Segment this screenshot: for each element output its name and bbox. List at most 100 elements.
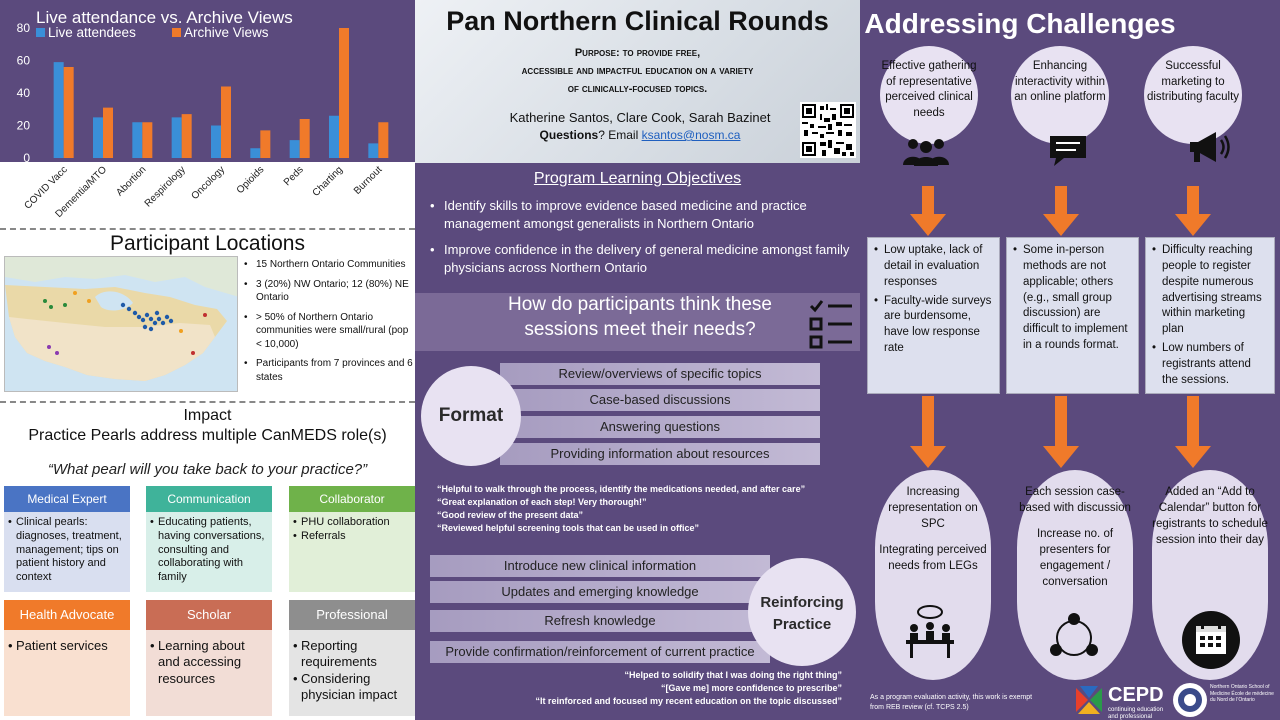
megaphone-icon — [1184, 128, 1234, 162]
reinforcing-item: Refresh knowledge — [430, 610, 770, 632]
objectives-list: Identify skills to improve evidence base… — [430, 197, 850, 285]
role-card: ProfessionalReporting requirementsConsid… — [289, 600, 415, 716]
role-item: PHU collaboration — [293, 516, 411, 530]
role-item: Clinical pearls: diagnoses, treatment, m… — [8, 516, 126, 585]
role-card: CommunicationEducating patients, having … — [146, 486, 272, 592]
role-body: Reporting requirementsConsidering physic… — [289, 630, 415, 716]
y-tick-label: 60 — [17, 54, 31, 68]
bar — [103, 107, 113, 158]
quote: “Helpful to walk through the process, id… — [437, 484, 806, 494]
role-card: CollaboratorPHU collaborationReferrals — [289, 486, 415, 592]
problem-item: Low uptake, lack of detail in evaluation… — [874, 243, 995, 291]
reinforcing-item: Provide confirmation/reinforcement of cu… — [430, 641, 770, 663]
bar — [171, 117, 182, 158]
nosm-name: Northern Ontario School of Medicine Écol… — [1210, 684, 1274, 703]
bar — [329, 115, 339, 158]
pearl-question: “What pearl will you take back to your p… — [47, 461, 368, 478]
people-icon — [901, 136, 951, 166]
role-card: ScholarLearning about and accessing reso… — [146, 600, 272, 716]
bar — [250, 148, 261, 158]
x-tick-label: Peds — [282, 164, 306, 188]
bar — [63, 67, 74, 158]
reinforcing-circle: Reinforcing Practice — [748, 558, 856, 666]
quote: “Helped to solidify that I was doing the… — [624, 670, 843, 680]
objectives-title: Program Learning Objectives — [533, 170, 742, 187]
role-body: Clinical pearls: diagnoses, treatment, m… — [4, 512, 130, 592]
reinforcing-label: Reinforcing — [760, 594, 844, 611]
bar — [221, 86, 231, 158]
cepd-logo: CEPD continuing education and profession… — [1108, 684, 1168, 720]
x-tick-label: Burnout — [352, 164, 385, 197]
problem-item: Low numbers of registrants attend the se… — [1152, 341, 1270, 389]
legend-label: Live attendees — [48, 25, 136, 40]
role-item: Educating patients, having conversations… — [150, 516, 268, 585]
purpose-line: accessible and impactful education on a … — [521, 65, 754, 78]
solution-text: Added an “Add to Calendar” button for re… — [1152, 486, 1268, 547]
solution-oval: Increasing representation on SPC Integra… — [875, 470, 991, 680]
format-quotes: “Helpful to walk through the process, id… — [437, 483, 852, 535]
reinforcing-label: Practice — [772, 615, 832, 633]
cepd-subtitle: continuing education and professional de… — [1108, 707, 1164, 720]
checklist-icon — [808, 296, 854, 352]
bar — [53, 62, 64, 158]
participant-map — [4, 256, 238, 392]
y-tick-label: 0 — [23, 151, 30, 165]
purpose-line: of clinically-focused topics. — [567, 83, 708, 96]
problem-box: Low uptake, lack of detail in evaluation… — [867, 237, 1000, 394]
calendar-icon — [1181, 610, 1241, 670]
qr-code-icon[interactable] — [800, 102, 856, 158]
locations-title: Participant Locations — [110, 232, 305, 255]
role-title: Scholar — [146, 600, 272, 630]
locations-list: 15 Northern Ontario Communities 3 (20%) … — [244, 258, 414, 390]
questions-label: Questions — [539, 128, 599, 142]
problem-item: Some in-person methods are not applicabl… — [1013, 243, 1134, 354]
x-tick-label: Opioids — [235, 164, 267, 196]
locations-bullet: Participants from 7 provinces and 6 stat… — [244, 357, 414, 384]
locations-bullet: 3 (20%) NW Ontario; 12 (80%) NE Ontario — [244, 278, 414, 305]
email-prefix: ? Email — [598, 128, 642, 142]
format-item: Answering questions — [500, 416, 820, 438]
email-link[interactable]: ksantos@nosm.ca — [641, 128, 741, 142]
speech-bubble-icon — [1046, 134, 1096, 166]
format-item: Case-based discussions — [500, 389, 820, 411]
bar — [299, 119, 310, 158]
solution-text: Increase no. of presenters for engagemen… — [1036, 528, 1114, 589]
quote: “It reinforced and focused my recent edu… — [535, 696, 842, 707]
solution-text: Each session case-based with discussion — [1019, 486, 1131, 515]
legend-swatch — [172, 28, 181, 37]
format-circle: Format — [421, 366, 521, 466]
meeting-icon — [900, 604, 960, 664]
cepd-wordmark: CEPD — [1108, 684, 1164, 706]
cepd-logo-icon — [1072, 684, 1106, 718]
role-card: Health AdvocatePatient services — [4, 600, 130, 716]
needs-question-line: sessions meet their needs? — [524, 318, 756, 340]
arrow-down-icon — [1043, 186, 1079, 236]
role-item: Patient services — [8, 638, 126, 655]
objective-item: Improve confidence in the delivery of ge… — [430, 241, 850, 276]
role-title: Medical Expert — [4, 486, 130, 512]
x-tick-label: Oncology — [189, 164, 227, 202]
legend-label: Archive Views — [184, 25, 269, 40]
arrow-down-icon — [1175, 396, 1211, 468]
bar — [260, 130, 271, 158]
role-item: Learning about and accessing resources — [150, 638, 268, 687]
role-body: Learning about and accessing resources — [146, 630, 272, 716]
goal-circle: Effective gathering of representative pe… — [880, 46, 978, 144]
quote: “Good review of the present data” — [437, 510, 584, 521]
arrow-down-icon — [910, 396, 946, 468]
network-icon — [1046, 610, 1102, 666]
needs-question: How do participants think these sessions… — [470, 293, 810, 342]
y-tick-label: 40 — [17, 86, 31, 100]
divider — [0, 228, 415, 230]
bar — [289, 140, 300, 158]
arrow-down-icon — [910, 186, 946, 236]
challenges-title: Addressing Challenges — [864, 8, 1176, 39]
bar — [378, 122, 389, 158]
arrow-down-icon — [1175, 186, 1211, 236]
format-item: Review/overviews of specific topics — [500, 363, 820, 385]
reinforcing-quotes: “Helped to solidify that I was doing the… — [430, 669, 842, 708]
x-tick-label: Abortion — [114, 164, 148, 198]
role-item: Referrals — [293, 530, 411, 544]
bar — [142, 122, 153, 158]
